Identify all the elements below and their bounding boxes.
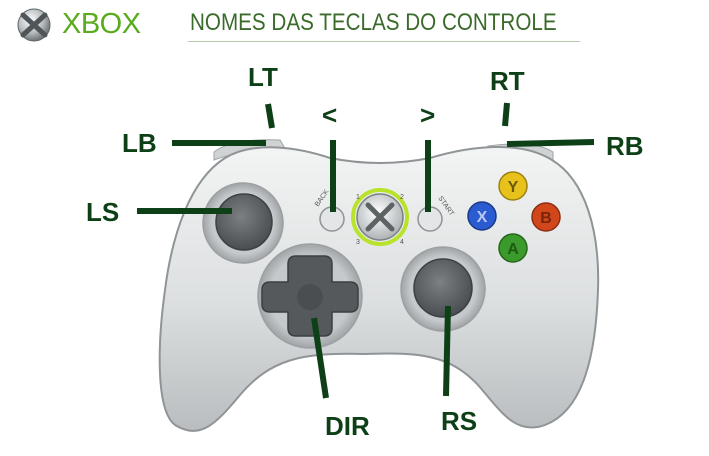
- dir-callout-line: [311, 317, 329, 399]
- left-stick[interactable]: [215, 193, 273, 251]
- a-button-letter: A: [507, 241, 519, 258]
- b-button[interactable]: [531, 202, 561, 232]
- x-button[interactable]: [467, 201, 497, 231]
- rs-callout-line: [443, 305, 451, 397]
- label-rs: RS: [441, 406, 478, 436]
- right-stick[interactable]: [413, 258, 473, 318]
- label-rb: RB: [606, 131, 644, 161]
- label-back: <: [322, 100, 338, 130]
- xbox-brand-text: XBOX: [62, 8, 141, 40]
- label-dir: DIR: [325, 411, 370, 441]
- rb-callout-line: [506, 139, 595, 147]
- label-ls: LS: [86, 197, 120, 227]
- xbox-logo-icon: [17, 8, 51, 42]
- page-title: NOMES DAS TECLAS DO CONTROLE: [190, 9, 557, 36]
- a-button[interactable]: [498, 233, 528, 263]
- ring-number-1: 1: [356, 194, 360, 201]
- label-lb: LB: [122, 128, 157, 158]
- y-button[interactable]: [498, 171, 528, 201]
- b-button-letter: B: [540, 210, 552, 227]
- title-underline: [188, 41, 580, 42]
- label-rt: RT: [490, 66, 525, 96]
- ring-number-2: 2: [400, 194, 404, 201]
- x-button-letter: X: [477, 209, 488, 226]
- lt-callout-line: [265, 103, 275, 129]
- guide-ring: [351, 188, 409, 246]
- label-lt: LT: [248, 62, 278, 92]
- y-button-letter: Y: [508, 179, 519, 196]
- ring-number-4: 4: [400, 239, 404, 246]
- guide-x-icon: [365, 202, 395, 232]
- dpad-center: [297, 284, 323, 310]
- header: XBOX NOMES DAS TECLAS DO CONTROLE: [0, 0, 709, 48]
- ring-number-3: 3: [356, 239, 360, 246]
- label-start: >: [420, 100, 436, 130]
- rt-callout-line: [502, 102, 510, 127]
